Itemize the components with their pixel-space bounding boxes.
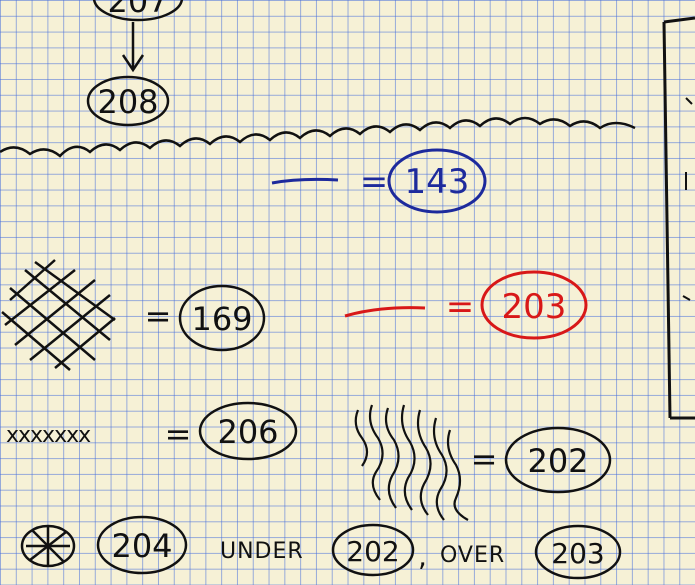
ref-202-label: 202 — [527, 442, 588, 480]
legend-wavy-lines: = 202 — [354, 404, 612, 521]
node-207: 207 — [92, 0, 184, 22]
ref-203-label: 203 — [502, 287, 567, 327]
legend-blue-line: = 143 — [271, 148, 487, 214]
ref-under-202-circle — [331, 523, 415, 577]
under-word: UNDER — [220, 539, 304, 564]
layer-note: UNDER 202 , OVER 203 — [220, 523, 622, 580]
ref-204-label: 204 — [111, 527, 172, 565]
comma: , — [418, 540, 427, 573]
ref-143-label: 143 — [405, 162, 470, 202]
equals-sign: = — [471, 440, 498, 478]
equals-sign: = — [360, 162, 389, 202]
node-207-label: 207 — [107, 0, 168, 20]
ref-over-203-circle — [534, 524, 622, 580]
node-208: 208 — [86, 75, 170, 127]
ref-206-circle — [198, 401, 298, 461]
ref-143-circle — [387, 148, 487, 214]
arrow-207-208 — [121, 22, 145, 73]
crosshatch-icon — [1, 259, 116, 371]
asterisk-icon — [26, 526, 70, 566]
node-208-label: 208 — [97, 83, 158, 121]
ref-202-circle — [504, 426, 612, 494]
equals-sign: = — [446, 287, 475, 327]
legend-red-line: = 203 — [344, 270, 588, 340]
ref-over-203-label: 203 — [551, 537, 604, 570]
ref-under-202-label: 202 — [346, 535, 399, 568]
equals-sign: = — [165, 415, 192, 453]
over-word: OVER — [440, 543, 505, 568]
right-frame — [662, 16, 695, 420]
legend-x-row: xxxxxxx = 206 — [6, 401, 298, 461]
break-wavy-line — [0, 116, 636, 158]
ref-203-circle — [480, 270, 588, 340]
x-row-glyphs: xxxxxxx — [6, 423, 91, 448]
legend-asterisk: 204 — [20, 515, 188, 575]
ref-206-label: 206 — [217, 413, 278, 451]
wavy-lines-icon — [354, 404, 469, 521]
ref-169-label: 169 — [191, 300, 252, 338]
legend-crosshatch: = 169 — [1, 259, 266, 371]
ref-204-circle — [96, 515, 188, 575]
equals-sign: = — [145, 297, 172, 335]
ref-169-circle — [178, 284, 266, 352]
